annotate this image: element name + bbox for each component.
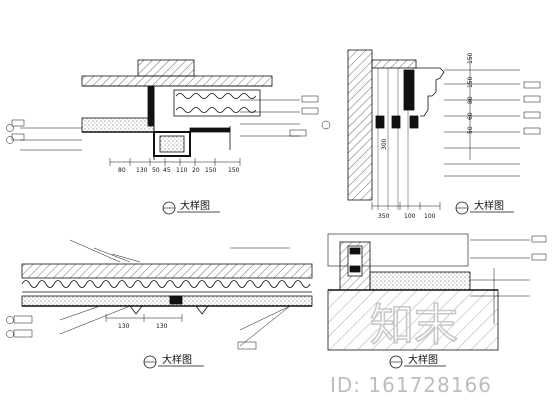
bottom-left-annotations xyxy=(6,315,257,350)
dim-text: 150 xyxy=(205,167,217,174)
detail-top-left xyxy=(20,59,300,166)
dim-text: 350 xyxy=(378,213,390,220)
detail-title: 大样图 xyxy=(474,199,504,212)
top-right-annotations xyxy=(523,81,541,135)
detail-top-right xyxy=(347,49,520,210)
dim-text: 45 xyxy=(163,167,171,174)
watermark-id: ID: 161728166 xyxy=(330,373,492,397)
top-left-dimensions: 80 130 50 45 110 20 150 150 xyxy=(118,167,240,174)
dim-text: 150 xyxy=(467,76,474,88)
dim-text: 80 xyxy=(118,167,126,174)
bottom-right-annotations xyxy=(531,235,547,261)
dim-text: 130 xyxy=(156,323,168,330)
dim-text: 130 xyxy=(118,323,130,330)
detail-title: 大样图 xyxy=(162,353,192,366)
top-left-annotations xyxy=(6,95,331,144)
title-bottom-left: 大样图 xyxy=(143,353,204,369)
detail-bottom-left xyxy=(21,239,313,347)
dim-text: 130 xyxy=(136,167,148,174)
title-top-right: 大样图 xyxy=(455,199,514,215)
dim-text: 60 xyxy=(467,112,474,120)
dim-text: 100 xyxy=(424,213,436,220)
bottom-left-dimensions: 130 130 xyxy=(118,323,168,330)
top-right-dimensions: 150 350 100 100 150 80 60 50 300 xyxy=(378,52,474,220)
dim-text: 300 xyxy=(381,138,388,150)
dim-text: 110 xyxy=(176,167,188,174)
detail-title: 大样图 xyxy=(180,199,210,212)
dim-text: 150 xyxy=(228,167,240,174)
dim-text: 20 xyxy=(192,167,200,174)
title-top-left: 大样图 xyxy=(162,199,220,215)
dim-text: 100 xyxy=(404,213,416,220)
detail-title: 大样图 xyxy=(408,353,438,366)
dim-text: 50 xyxy=(152,167,160,174)
watermark-logo: 知末 xyxy=(370,300,458,351)
watermark: 知末 ID: 161728166 xyxy=(330,299,492,397)
dim-text: 150 xyxy=(467,52,474,64)
dim-text: 50 xyxy=(467,126,474,134)
dim-text: 80 xyxy=(467,96,474,104)
title-bottom-right: 大样图 xyxy=(389,353,446,369)
detail-bottom-right xyxy=(327,233,530,351)
